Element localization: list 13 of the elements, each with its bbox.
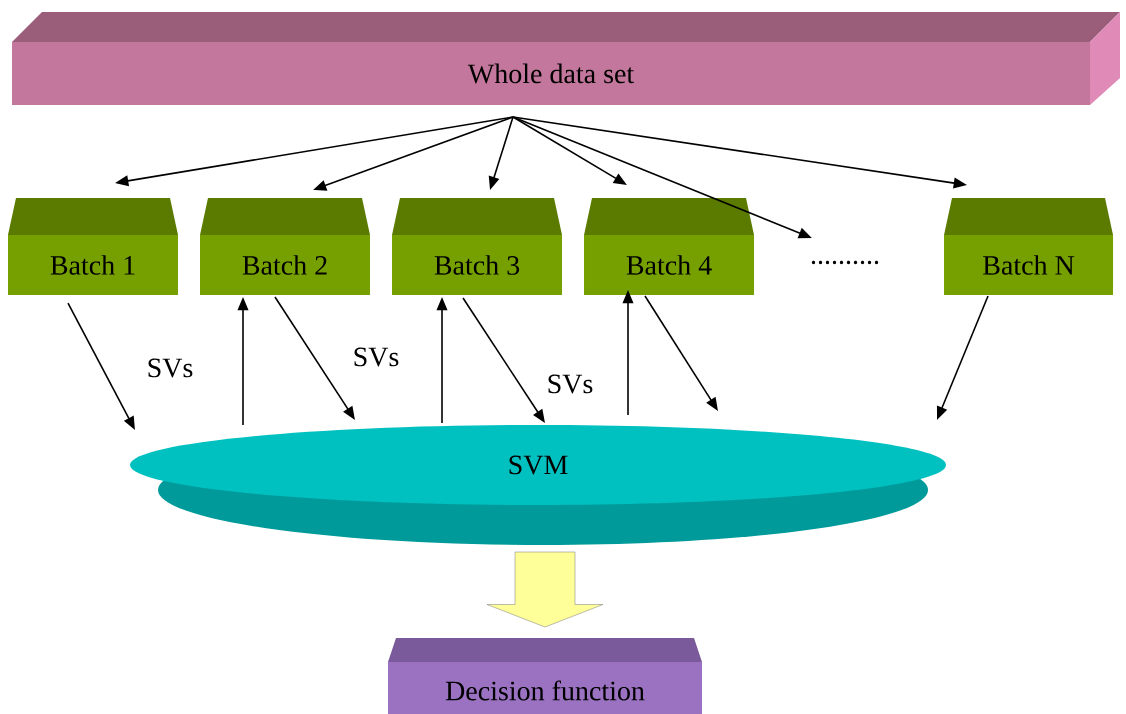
sv-label: SVs [148,358,193,378]
output-box: Decision function [388,638,702,714]
ellipsis-text: .......... [811,260,879,265]
data-slab: Whole data set [12,12,1120,105]
sv-label: SVs [354,347,399,367]
batch-box: Batch N [944,198,1114,295]
svm-disc: SVM [130,425,946,545]
batch-box: Batch 4 [584,198,754,295]
block-arrow [486,551,604,628]
sv-label: SVs [548,374,593,394]
batch-box: Batch 2 [200,198,370,295]
batch-box: Batch 3 [392,198,562,295]
batch-box: Batch 1 [8,198,178,295]
